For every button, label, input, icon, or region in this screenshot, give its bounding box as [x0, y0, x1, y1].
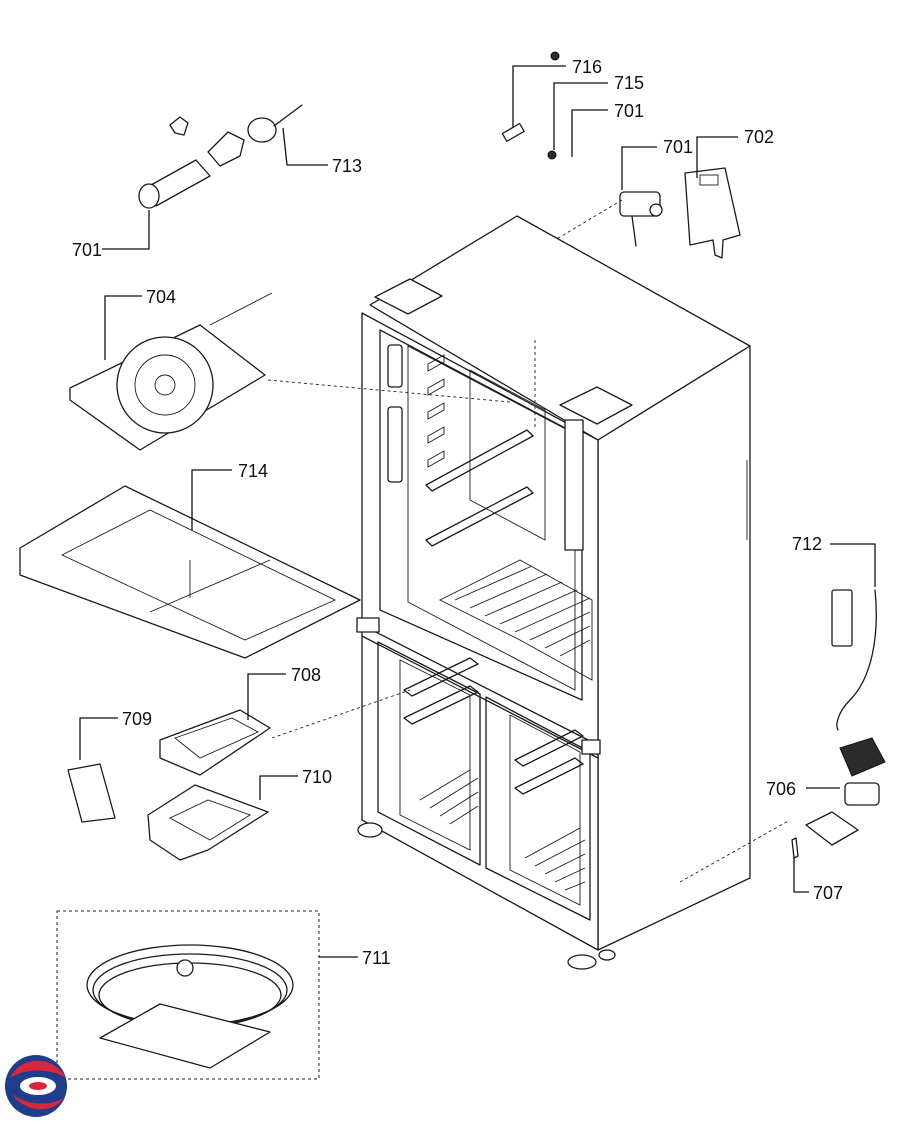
- filter-head-assembly: [169, 104, 303, 167]
- label-713: 713: [332, 156, 362, 176]
- brand-logo: [5, 1055, 67, 1117]
- label-712: 712: [792, 534, 822, 554]
- valve-cover: [684, 167, 741, 259]
- bracket-707: [791, 837, 799, 859]
- water-tube: [831, 589, 877, 731]
- evaporator-fan-cover: [69, 292, 273, 451]
- tubing-kit: [56, 910, 320, 1080]
- label-704: 704: [146, 287, 176, 307]
- solenoid-valve: [805, 737, 886, 846]
- refrigerator-cabinet: [356, 215, 751, 970]
- front-panel: [67, 763, 116, 823]
- label-714: 714: [238, 461, 268, 481]
- screw-parts: [501, 51, 560, 160]
- label-715: 715: [614, 73, 644, 93]
- crisper-cover: [19, 485, 361, 659]
- label-701-a: 701: [614, 101, 644, 121]
- leader-lines: [79, 65, 876, 958]
- label-701-b: 701: [663, 137, 693, 157]
- water-filter-cartridge: [138, 159, 211, 209]
- ice-maker: [159, 709, 271, 776]
- label-701-c: 701: [72, 240, 102, 260]
- inlet-valve: [619, 191, 663, 247]
- part-labels: 716 715 701 701 702 713 701 704 714 712 …: [72, 57, 843, 968]
- label-708: 708: [291, 665, 321, 685]
- auger-assembly: [147, 784, 269, 861]
- label-709: 709: [122, 709, 152, 729]
- label-707: 707: [813, 883, 843, 903]
- label-706: 706: [766, 779, 796, 799]
- label-716: 716: [572, 57, 602, 77]
- connector-lines: [267, 199, 791, 883]
- label-711: 711: [362, 948, 391, 968]
- label-702: 702: [744, 127, 774, 147]
- label-710: 710: [302, 767, 332, 787]
